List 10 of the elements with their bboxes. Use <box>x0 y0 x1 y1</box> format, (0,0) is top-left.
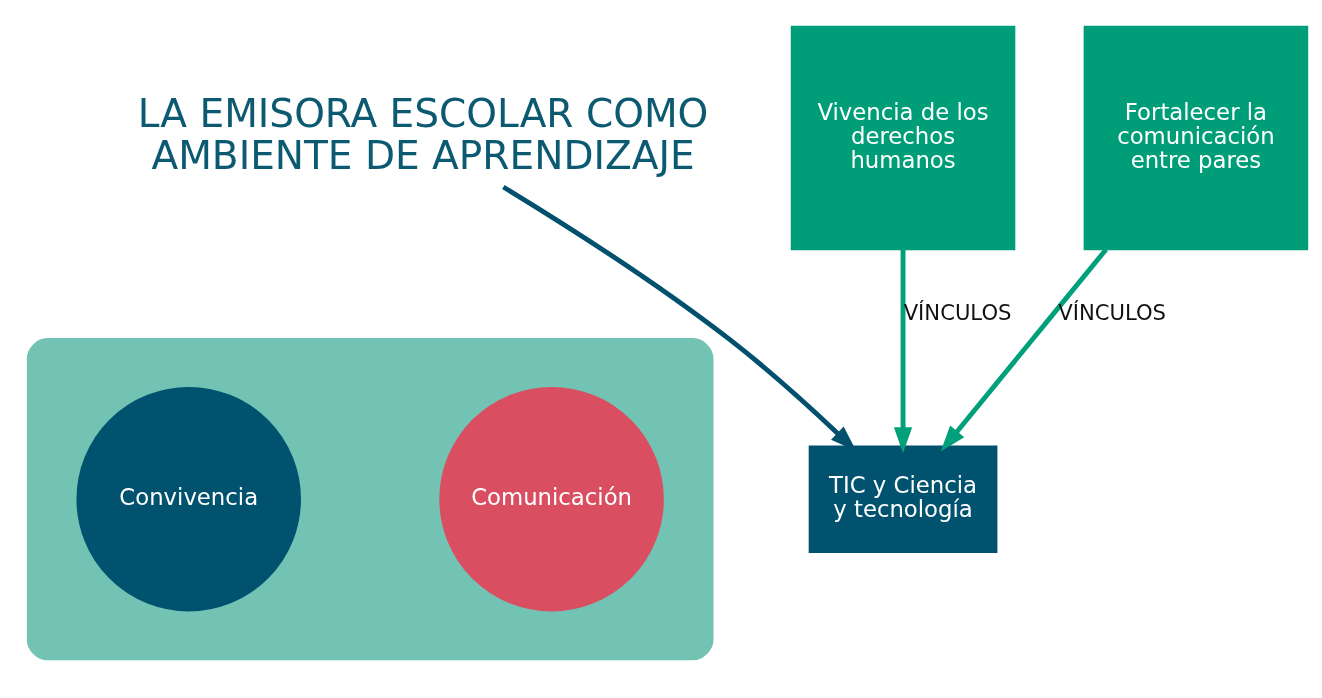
arrow <box>893 248 913 453</box>
arrow <box>940 247 1108 452</box>
node-box: Vivencia de los derechos humanos <box>790 25 1016 250</box>
edge-label: VÍNCULOS <box>1058 299 1167 325</box>
cluster <box>26 337 714 660</box>
node-circle: Comunicación <box>439 386 664 611</box>
node-circle: Convivencia <box>76 386 301 611</box>
node-box: Fortalecer la comunicación entre pares <box>1083 25 1309 250</box>
node-text: LA EMISORA ESCOLAR COMO AMBIENTE DE APRENDIZAJE <box>137 90 709 178</box>
node-box: TIC y Ciencia y tecnología <box>808 445 998 553</box>
